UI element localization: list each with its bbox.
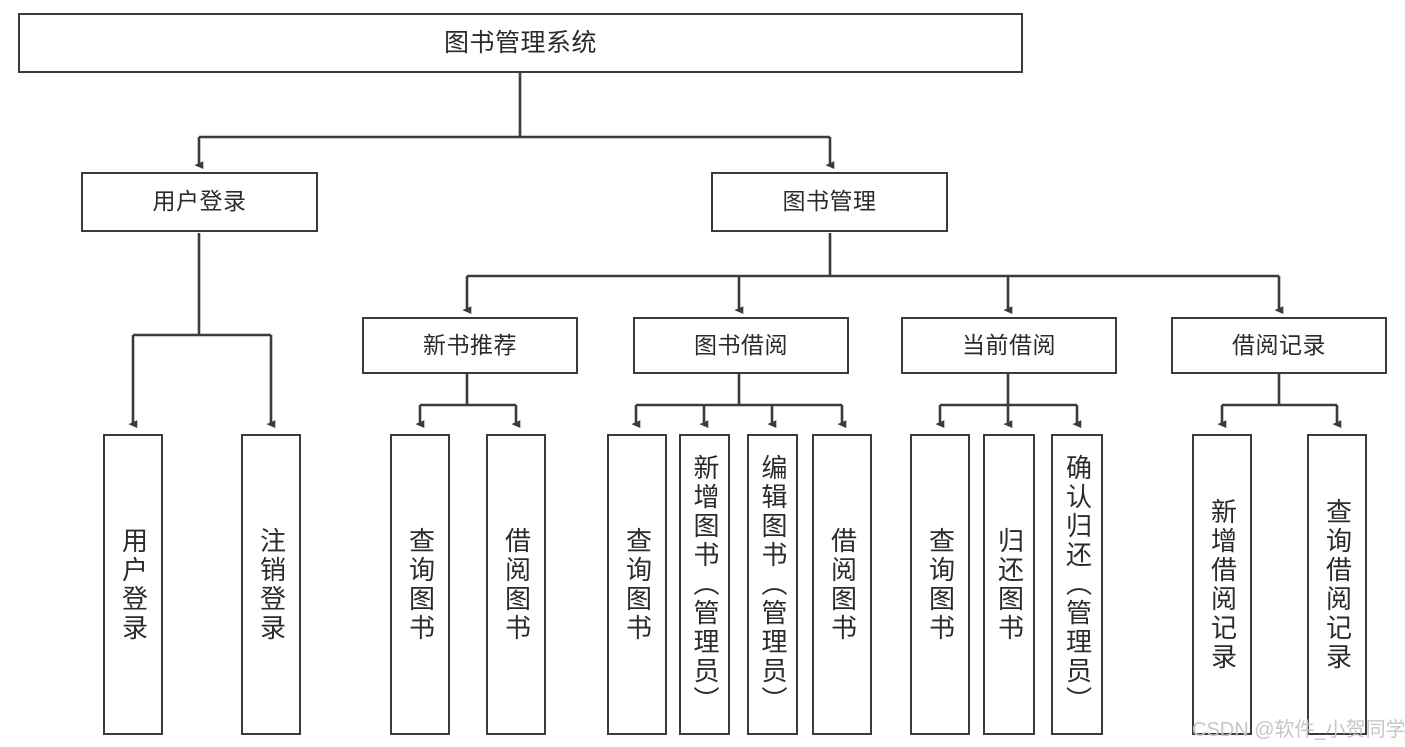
- leaf-current-query-books[interactable]: 查询图书: [910, 434, 970, 735]
- leaf-records-query-record[interactable]: 查询借阅记录: [1307, 434, 1367, 735]
- node-label: 查询图书: [405, 526, 436, 643]
- node-label: 借阅记录: [1232, 331, 1326, 358]
- leaf-borrow-borrow-books[interactable]: 借阅图书: [812, 434, 872, 735]
- node-borrowing-records[interactable]: 借阅记录: [1171, 317, 1387, 374]
- leaf-records-add-record[interactable]: 新增借阅记录: [1192, 434, 1252, 735]
- leaf-borrow-add-book-admin[interactable]: 新增图书（管理员）: [679, 434, 730, 735]
- leaf-current-confirm-return-admin[interactable]: 确认归还（管理员）: [1051, 434, 1103, 735]
- node-label: 用户登录: [118, 526, 149, 643]
- node-label: 注销登录: [256, 526, 287, 643]
- leaf-new-book-borrow-books[interactable]: 借阅图书: [486, 434, 546, 735]
- node-label: 新增借阅记录: [1207, 497, 1238, 672]
- node-label: 借阅图书: [501, 526, 532, 643]
- node-book-management[interactable]: 图书管理: [711, 172, 948, 232]
- node-label: 用户登录: [152, 188, 247, 215]
- node-label: 查询借阅记录: [1322, 497, 1353, 672]
- leaf-user-login-signout[interactable]: 注销登录: [241, 434, 301, 735]
- node-label: 图书管理: [782, 188, 877, 215]
- leaf-borrow-edit-book-admin[interactable]: 编辑图书（管理员）: [747, 434, 798, 735]
- node-new-book-recommendation[interactable]: 新书推荐: [362, 317, 578, 374]
- node-label: 图书借阅: [694, 331, 788, 358]
- node-book-borrowing[interactable]: 图书借阅: [633, 317, 849, 374]
- node-label: 查询图书: [925, 526, 956, 643]
- node-root-book-management-system[interactable]: 图书管理系统: [18, 13, 1023, 73]
- leaf-current-return-books[interactable]: 归还图书: [983, 434, 1035, 735]
- node-label: 归还图书: [994, 526, 1025, 643]
- node-user-login[interactable]: 用户登录: [81, 172, 318, 232]
- node-label: 当前借阅: [962, 331, 1056, 358]
- leaf-user-login-signin[interactable]: 用户登录: [103, 434, 163, 735]
- leaf-new-book-query-books[interactable]: 查询图书: [390, 434, 450, 735]
- node-current-borrowing[interactable]: 当前借阅: [901, 317, 1117, 374]
- node-label: 新增图书（管理员）: [690, 454, 721, 715]
- node-label: 确认归还（管理员）: [1062, 454, 1093, 715]
- node-label: 编辑图书（管理员）: [758, 454, 789, 715]
- node-label: 借阅图书: [827, 526, 858, 643]
- csdn-watermark: CSDN @软件_小贺同学: [1192, 719, 1405, 741]
- node-label: 查询图书: [622, 526, 653, 643]
- node-label: 图书管理系统: [443, 29, 597, 57]
- leaf-borrow-query-books[interactable]: 查询图书: [607, 434, 667, 735]
- node-label: 新书推荐: [423, 331, 517, 358]
